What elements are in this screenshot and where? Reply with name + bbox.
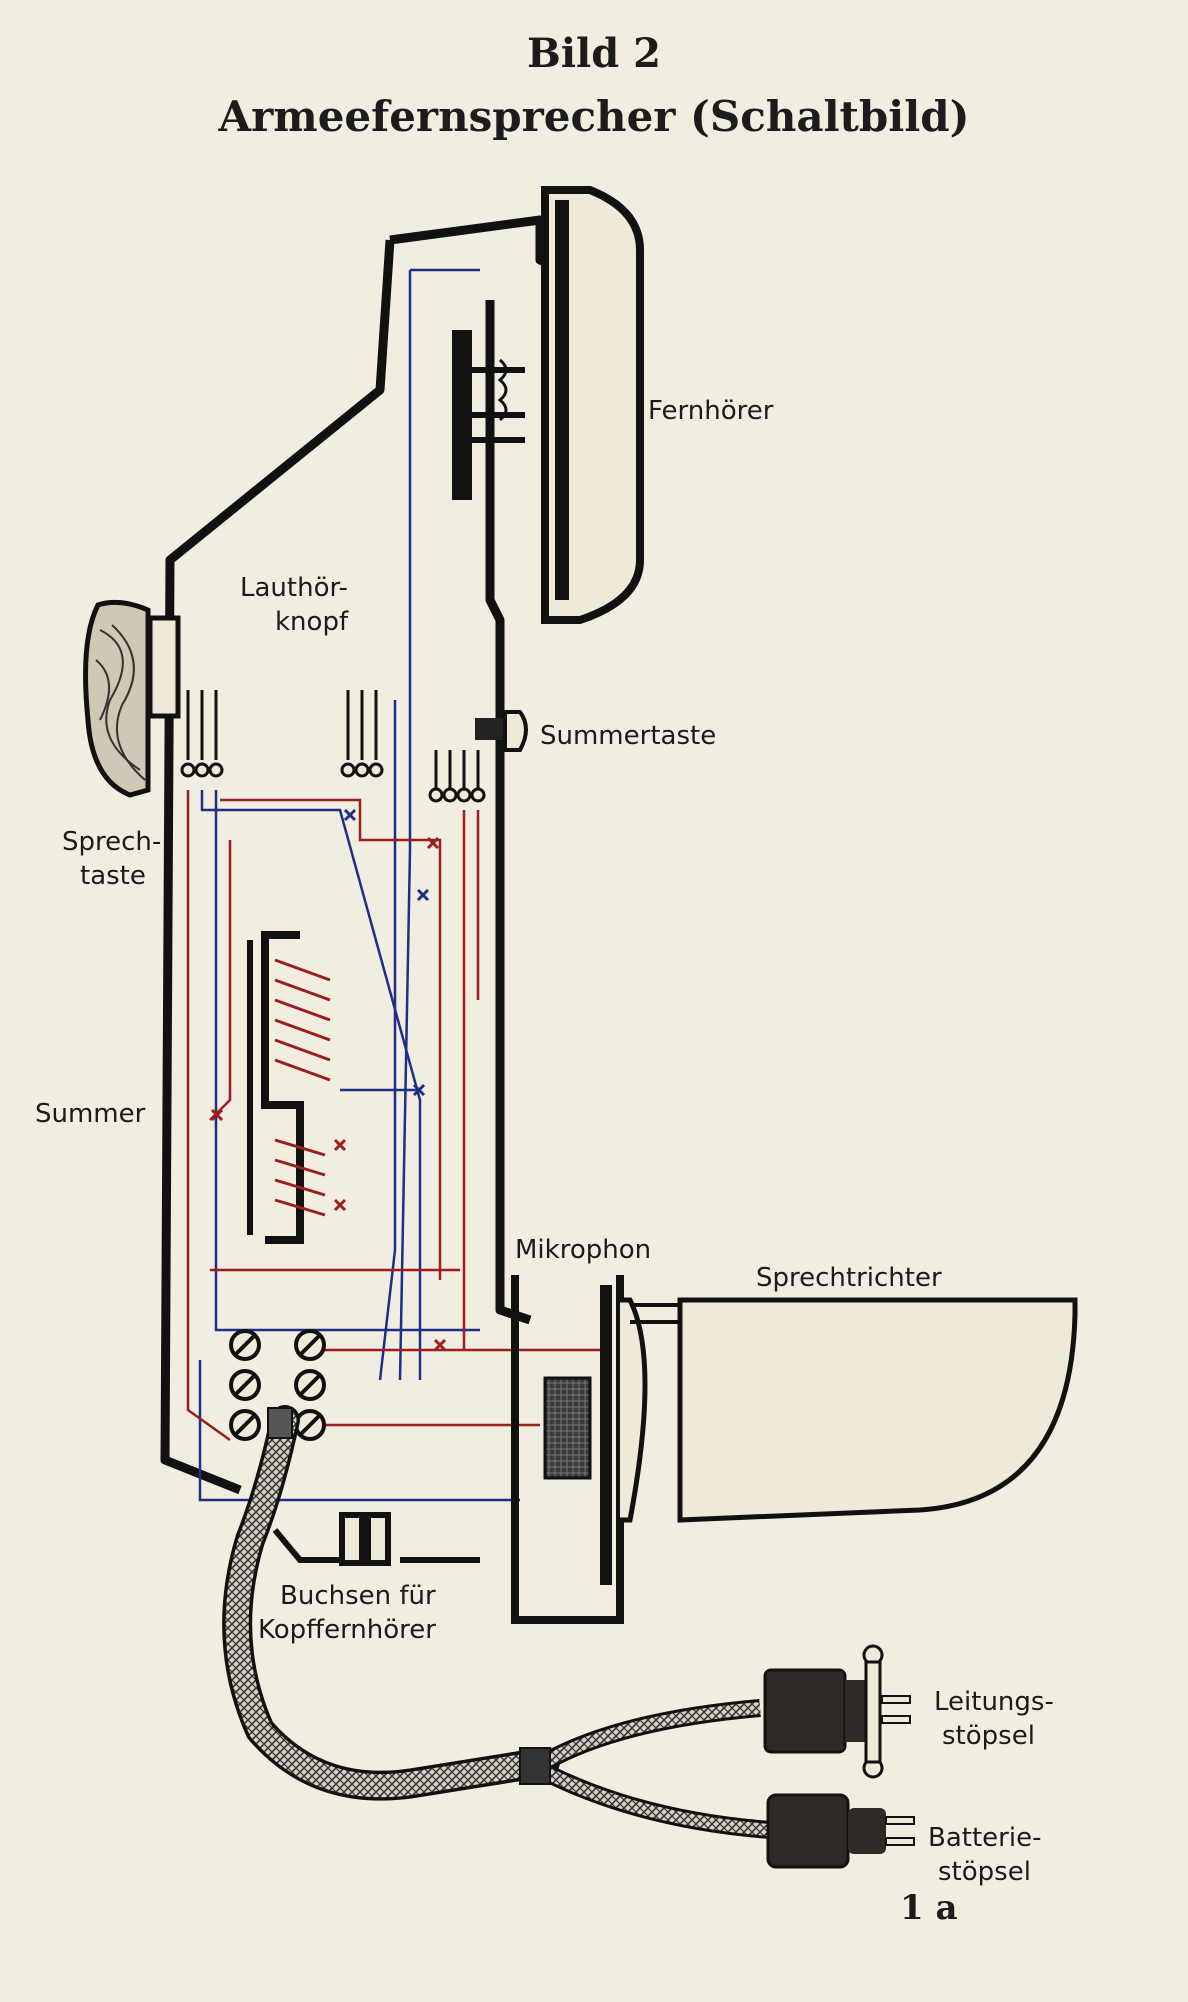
mouthpiece-horn: [630, 1297, 1078, 1523]
page-number: 1 a: [900, 1888, 958, 1928]
blue-wiring: [198, 268, 520, 1502]
label-fernhoerer: Fernhörer: [648, 396, 774, 426]
line-plug: [763, 1644, 911, 1779]
label-sprechtaste-1: Sprech-: [62, 827, 162, 857]
handset-housing: [160, 215, 553, 1495]
label-lauthoerknopf-1: Lauthör-: [240, 573, 348, 603]
label-leitungsstoepsel-2: stöpsel: [942, 1721, 1035, 1751]
label-sprechtrichter: Sprechtrichter: [756, 1263, 942, 1293]
red-wiring: [186, 790, 600, 1442]
label-batteriestoepsel-2: stöpsel: [938, 1857, 1031, 1887]
talk-key-button: [83, 599, 181, 798]
label-mikrophon: Mikrophon: [515, 1235, 652, 1265]
earpiece: [452, 186, 644, 624]
label-summertaste: Summertaste: [540, 721, 717, 751]
junction-marks: [210, 808, 447, 1352]
buzzer-core: [247, 931, 331, 1244]
label-sprechtaste-2: taste: [80, 861, 146, 891]
label-buchsen-2: Kopffernhörer: [258, 1615, 436, 1645]
contact-springs: [180, 690, 486, 803]
buzzer-key-button: [475, 710, 528, 752]
label-lauthoerknopf-2: knopf: [275, 607, 349, 637]
headphone-sockets: [272, 1512, 480, 1566]
label-leitungsstoepsel-1: Leitungs-: [934, 1687, 1054, 1717]
battery-plug: [766, 1793, 915, 1869]
branch-cords: [519, 1699, 771, 1839]
label-summer: Summer: [35, 1099, 146, 1129]
microphone: [511, 1275, 648, 1624]
main-cord: [222, 1405, 560, 1801]
label-batteriestoepsel-1: Batterie-: [928, 1823, 1042, 1853]
figure-number: Bild 2: [527, 30, 661, 77]
terminal-screws: [229, 1329, 326, 1441]
figure-title: Armeefernsprecher (Schaltbild): [218, 92, 970, 141]
label-buchsen-1: Buchsen für: [280, 1581, 436, 1611]
